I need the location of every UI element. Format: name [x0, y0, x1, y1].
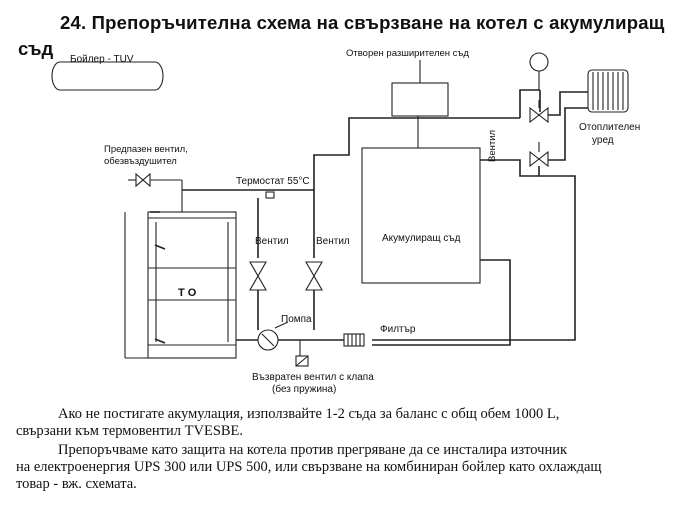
paragraph-protection-line-3: товар - вж. схемата. — [16, 476, 137, 492]
tuv-boiler-label: Бойлер - TUV — [70, 54, 134, 65]
paragraph-protection-line-1: Препоръчваме като защита на котела проти… — [58, 442, 568, 458]
connection-diagram: Бойлер - TUV Отворен разширителен съд Ак… — [51, 48, 640, 395]
radiator-label-2: уред — [592, 135, 614, 146]
thermostat-label: Термостат 55°C — [236, 176, 310, 187]
radiator-valve-bottom-icon — [529, 142, 549, 168]
safety-valve-icon — [128, 172, 183, 212]
accumulator-tank — [361, 147, 481, 284]
paragraph-protection-line-2: на електроенергия UPS 300 или UPS 500, и… — [16, 459, 602, 475]
vent-icon — [529, 52, 549, 72]
safety-valve-label-2: обезвъздушител — [104, 156, 177, 167]
boiler-unit-label: Т О — [178, 287, 197, 299]
right-valve-label: Вентил — [487, 130, 498, 162]
pump-label: Помпа — [281, 314, 312, 325]
left-valve-label: Вентил — [255, 236, 289, 247]
expansion-tank — [391, 82, 449, 117]
radiator-label-1: Отоплителен — [579, 122, 640, 133]
check-valve-label-1: Възвратен вентил с клапа — [252, 372, 374, 383]
radiator-icon — [587, 69, 629, 113]
left-valve-icon — [249, 261, 267, 291]
tuv-boiler-tank — [51, 61, 164, 91]
boiler-unit — [124, 211, 237, 359]
radiator-valve-top-icon — [529, 100, 549, 124]
safety-valve-label-1: Предпазен вентил, — [104, 144, 188, 155]
paragraph-accumulation-line-2: свързани към термовентил TVESBE. — [16, 423, 244, 439]
page-title-continued: съд — [18, 38, 54, 59]
middle-valve-icon — [305, 261, 323, 291]
expansion-tank-label: Отворен разширителен съд — [346, 48, 469, 59]
accumulator-label: Акумулиращ съд — [382, 233, 461, 244]
paragraph-protection: Препоръчваме като защита на котела проти… — [16, 442, 680, 493]
filter-label: Филтър — [380, 324, 416, 335]
filter-icon — [343, 333, 365, 347]
paragraph-accumulation: Ако не постигате акумулация, използвайте… — [16, 406, 680, 440]
check-valve-icon — [295, 340, 309, 367]
paragraph-accumulation-line-1: Ако не постигате акумулация, използвайте… — [58, 406, 560, 422]
middle-valve-label: Вентил — [316, 236, 350, 247]
check-valve-label-2: (без пружина) — [272, 383, 336, 395]
thermostat-icon — [265, 191, 275, 199]
page-title: 24. Препоръчителна схема на свързване на… — [60, 12, 665, 33]
